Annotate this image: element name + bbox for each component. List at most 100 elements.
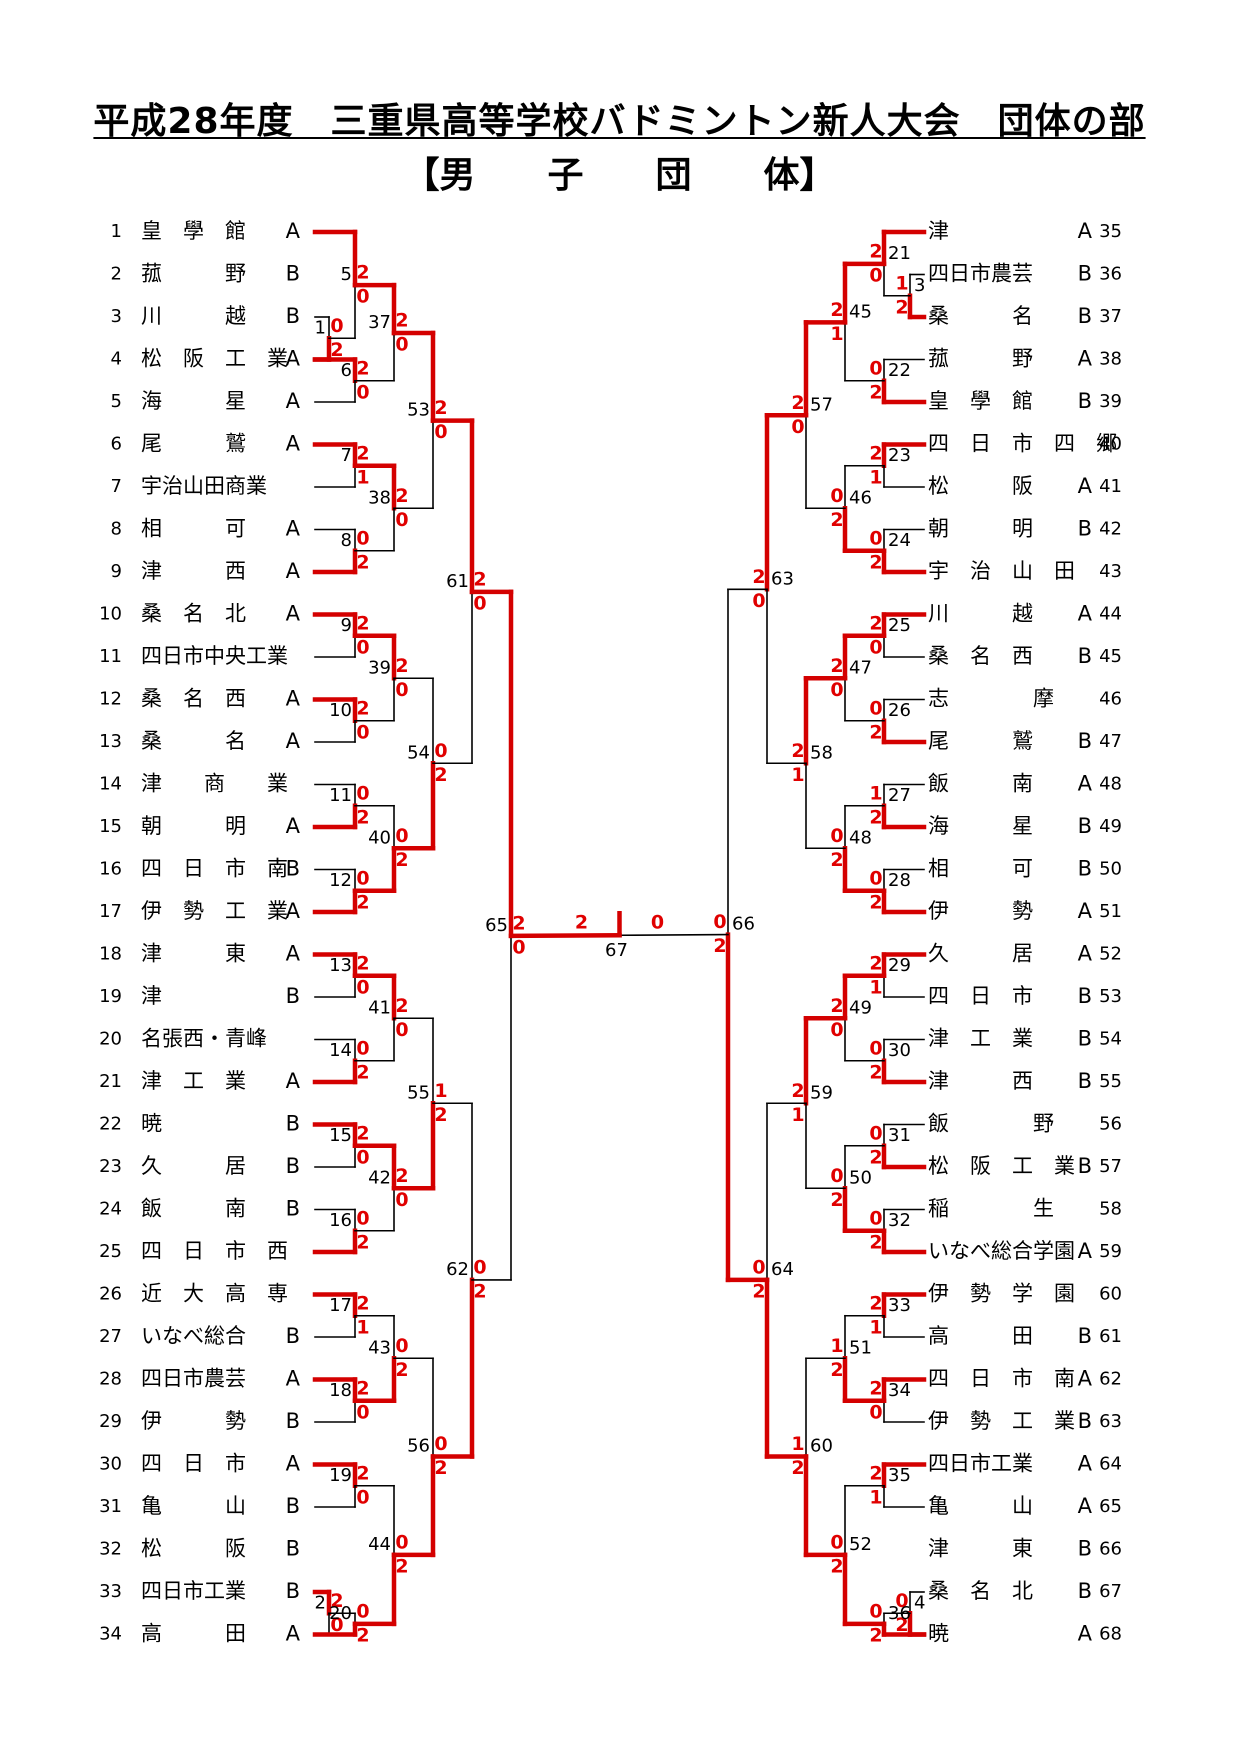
team-name: 津 商 業 (141, 772, 288, 796)
match-score: 0 (830, 1165, 843, 1187)
team-name: 飯 南 (141, 1197, 246, 1221)
match-number: 41 (368, 997, 391, 1018)
team-seed-number: 49 (1099, 816, 1122, 837)
match-number: 26 (888, 700, 911, 721)
match-number: 60 (810, 1436, 833, 1457)
team-division: B (286, 857, 300, 881)
match-score: 0 (752, 1256, 765, 1278)
team-name: 桑 名 西 (141, 687, 246, 711)
match-number: 3 (914, 275, 925, 296)
match-number: 57 (810, 394, 833, 415)
team-division: B (1078, 1154, 1092, 1178)
team-name: 四日市中央工業 (141, 644, 288, 668)
team-division: A (286, 1452, 301, 1476)
match-score: 2 (869, 1146, 882, 1168)
team-seed-number: 44 (1099, 604, 1122, 625)
match-score: 0 (395, 1335, 408, 1357)
team-division: B (286, 1324, 300, 1348)
team-name: 菰 野 (141, 262, 246, 286)
team-seed-number: 4 (111, 349, 122, 370)
team-name: 津 東 (141, 942, 246, 966)
team-division: A (1078, 772, 1093, 796)
team-name: 宇治山田商業 (141, 474, 267, 498)
match-score: 0 (434, 1433, 447, 1455)
match-score: 0 (473, 1256, 486, 1278)
team-division: A (1078, 219, 1093, 243)
team-name: 久 居 (928, 942, 1033, 966)
team-name: 高 田 (928, 1324, 1033, 1348)
match-number: 17 (329, 1295, 352, 1316)
match-score: 0 (869, 1037, 882, 1059)
match-number: 10 (329, 700, 352, 721)
match-number: 59 (810, 1082, 833, 1103)
team-seed-number: 56 (1099, 1114, 1122, 1135)
match-score: 2 (869, 891, 882, 913)
team-division: A (286, 559, 301, 583)
match-score: 2 (830, 1555, 843, 1577)
match-number: 53 (407, 400, 430, 421)
team-name: 伊 勢 (141, 1409, 246, 1433)
team-name: 伊 勢 (928, 899, 1033, 923)
match-number: 42 (368, 1167, 391, 1188)
match-number: 44 (368, 1534, 391, 1555)
team-name: 桑 名 西 (928, 644, 1033, 668)
team-name: 久 居 (141, 1154, 246, 1178)
match-score: 0 (752, 590, 765, 612)
team-division: A (286, 814, 301, 838)
team-seed-number: 36 (1099, 264, 1122, 285)
team-name: 皇 學 館 (928, 389, 1033, 413)
match-number: 21 (888, 243, 911, 264)
team-name: 川 越 (928, 602, 1033, 626)
team-name: 津 工 業 (928, 1027, 1033, 1051)
team-name: 津 東 (928, 1537, 1033, 1561)
match-score: 2 (869, 806, 882, 828)
match-number: 9 (341, 615, 352, 636)
team-name: 四 日 市 (928, 984, 1033, 1008)
team-seed-number: 1 (111, 221, 122, 242)
match-score: 2 (395, 1555, 408, 1577)
team-division: A (286, 517, 301, 541)
match-score: 2 (395, 485, 408, 507)
team-seed-number: 7 (111, 476, 122, 497)
page-title-text: 平成28年度 三重県高等学校バドミントン新人大会 団体の部 (93, 101, 1146, 142)
team-division: B (286, 984, 300, 1008)
match-score: 0 (356, 976, 369, 998)
team-division: A (286, 1622, 301, 1646)
team-seed-number: 35 (1099, 221, 1122, 242)
match-score: 2 (356, 1624, 369, 1646)
match-score: 0 (869, 697, 882, 719)
match-number: 58 (810, 742, 833, 763)
team-seed-number: 66 (1099, 1539, 1122, 1560)
team-seed-number: 68 (1099, 1624, 1122, 1645)
match-score: 2 (869, 1624, 882, 1646)
team-seed-number: 58 (1099, 1199, 1122, 1220)
team-division: A (1078, 899, 1093, 923)
team-name: 桑 名 北 (928, 1579, 1033, 1603)
team-seed-number: 40 (1099, 434, 1122, 455)
team-name: 相 可 (141, 517, 246, 541)
match-score: 2 (356, 262, 369, 284)
team-division: B (286, 1579, 300, 1603)
match-score: 2 (752, 566, 765, 588)
team-name: 飯 南 (928, 772, 1033, 796)
match-score: 2 (356, 1377, 369, 1399)
match-number: 13 (329, 955, 352, 976)
team-name: 伊 勢 工 業 (928, 1409, 1075, 1433)
team-division: B (286, 1112, 300, 1136)
match-score: 2 (395, 1359, 408, 1381)
team-division: A (1078, 1367, 1093, 1391)
match-score: 1 (869, 466, 882, 488)
team-seed-number: 30 (99, 1454, 122, 1475)
page-subtitle: 【男 子 団 体】 (403, 155, 836, 196)
team-name: 松 阪 (141, 1537, 246, 1561)
team-name: 伊 勢 学 園 (928, 1282, 1075, 1306)
match-score: 2 (356, 891, 369, 913)
team-seed-number: 37 (1099, 306, 1122, 327)
match-number: 8 (341, 530, 352, 551)
team-seed-number: 34 (99, 1624, 122, 1645)
match-score: 0 (434, 421, 447, 443)
match-score: 0 (395, 333, 408, 355)
match-score: 2 (895, 1614, 908, 1636)
match-score: 2 (869, 551, 882, 573)
team-division: A (1078, 347, 1093, 371)
